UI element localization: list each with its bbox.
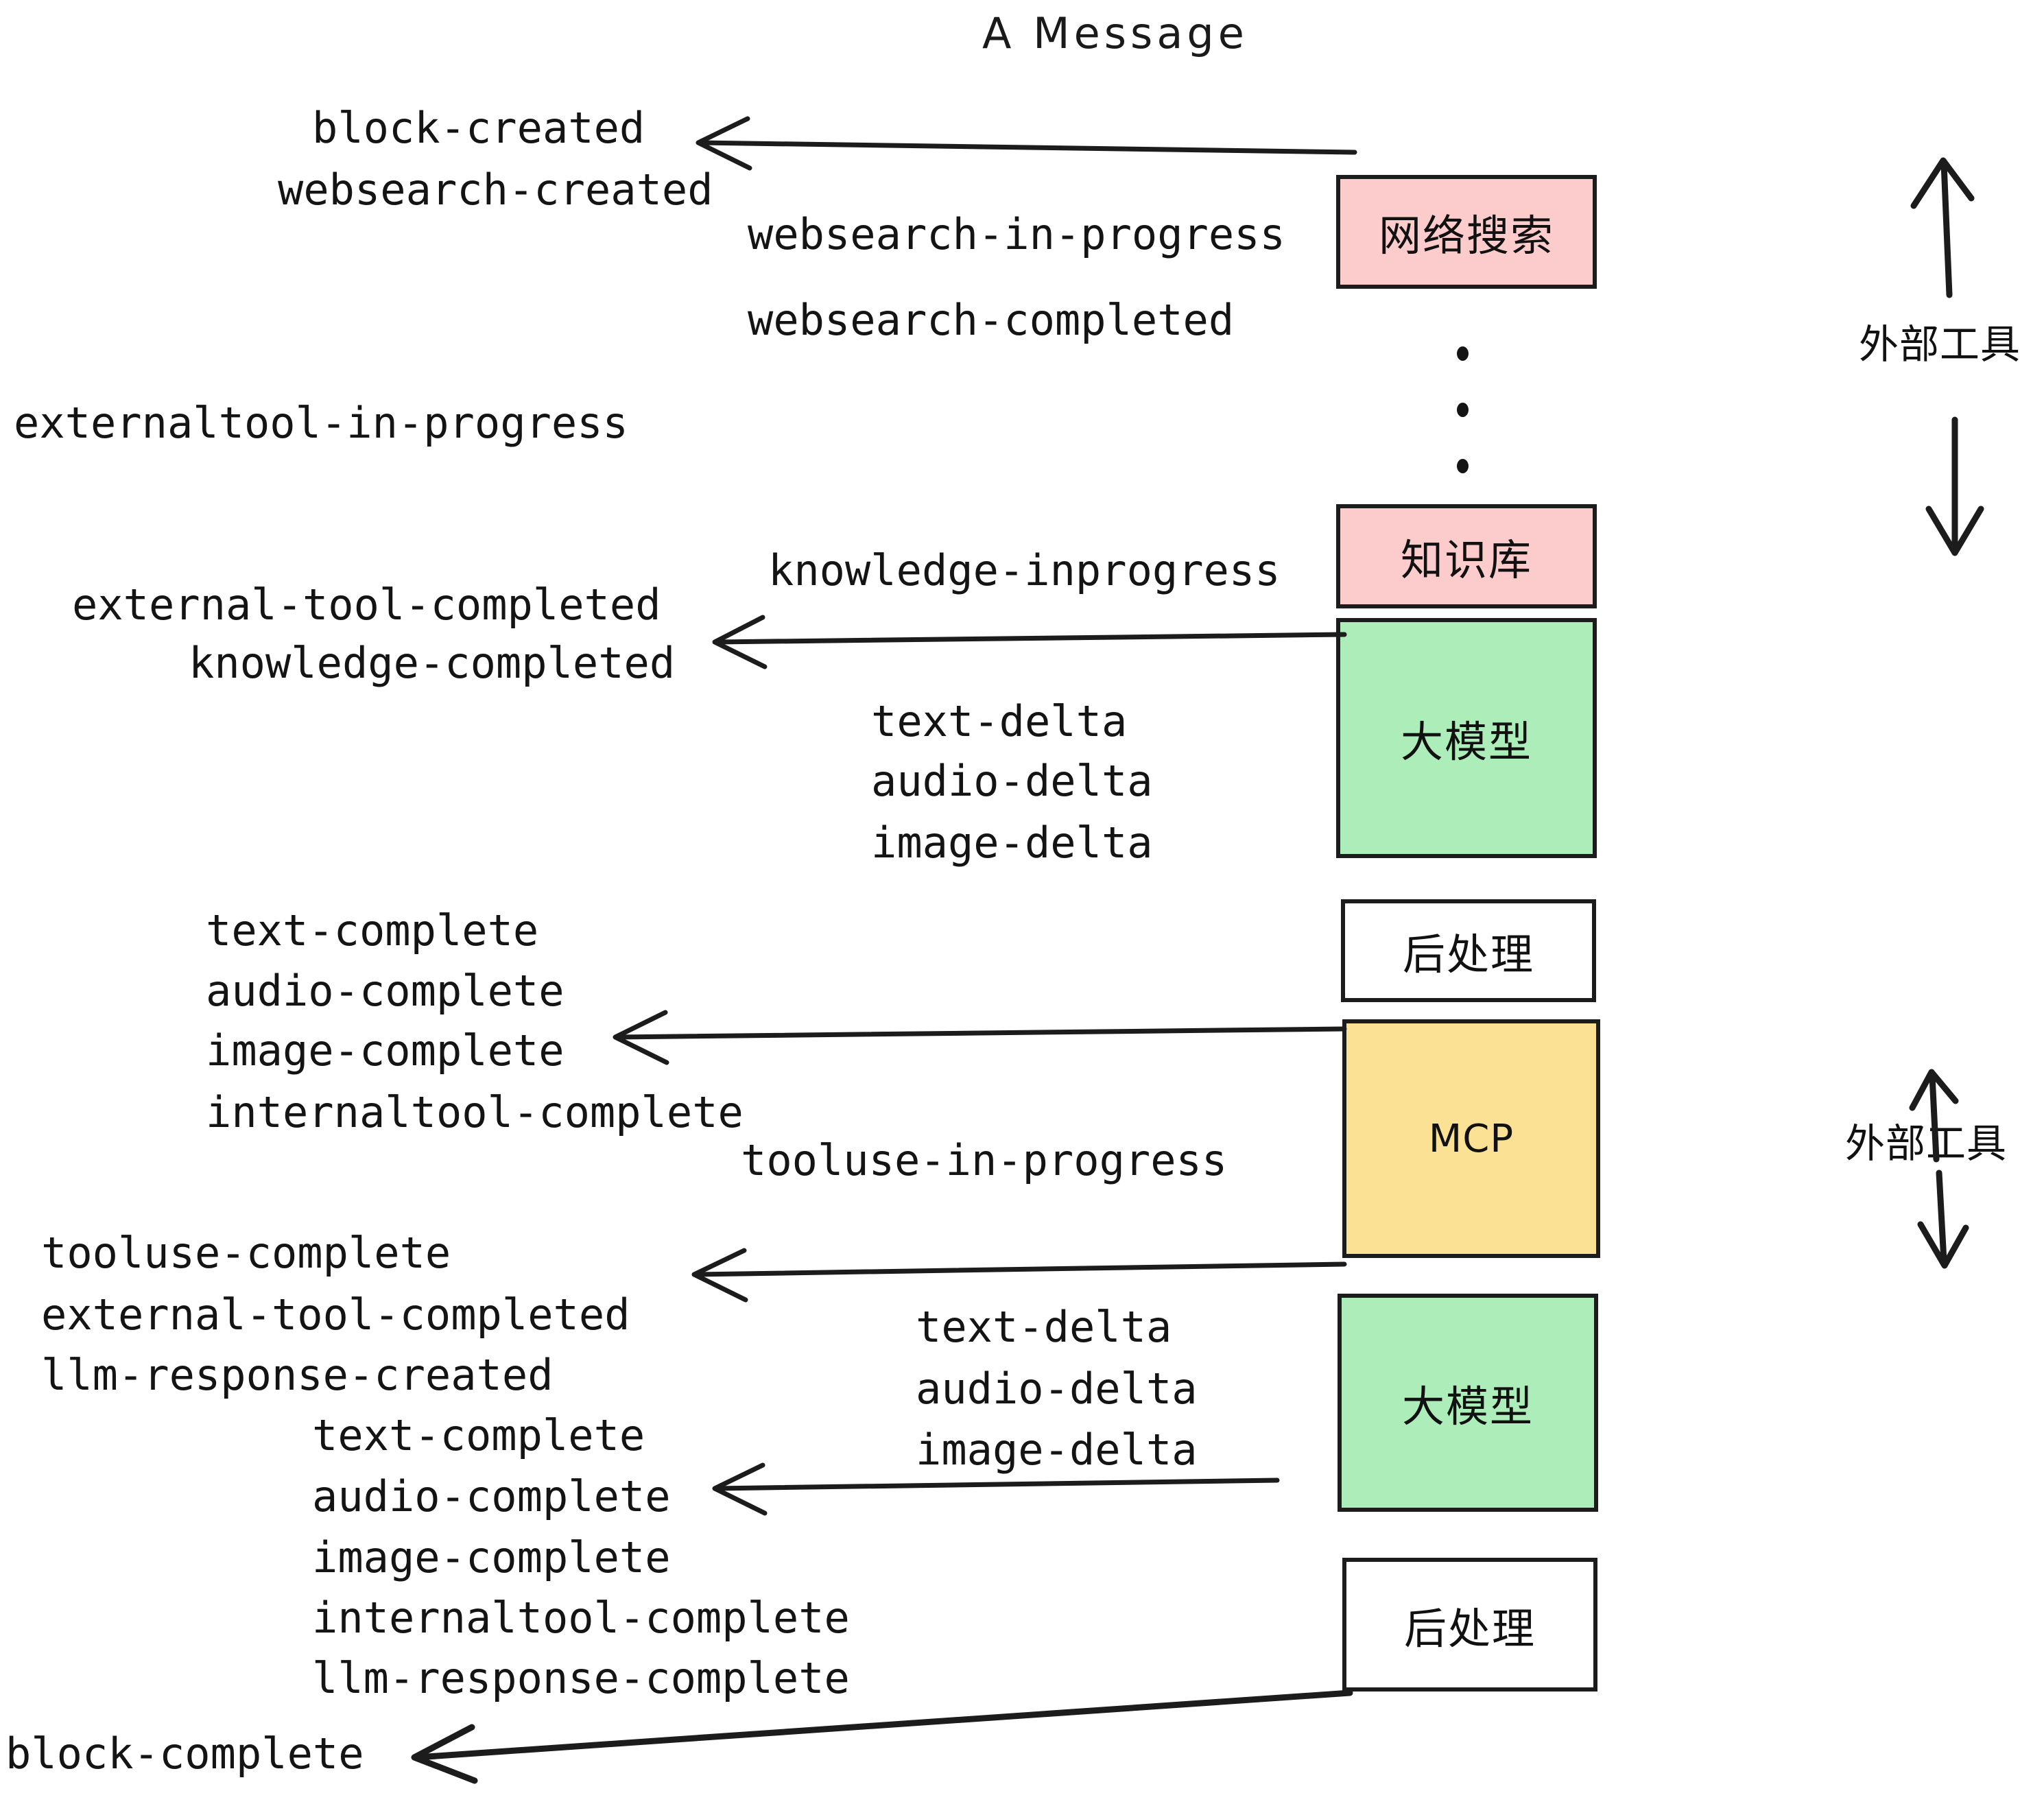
event-label-internaltool-complete-2: internaltool-complete (312, 1593, 850, 1643)
node-label-llm-1: 大模型 (1400, 717, 1532, 767)
node-label-postprocess-2: 后处理 (1403, 1603, 1536, 1654)
node-box-postprocess-2[interactable]: 后处理 (1342, 1558, 1597, 1692)
event-label-websearch-completed: websearch-completed (748, 295, 1235, 345)
event-label-image-complete-2: image-complete (312, 1532, 671, 1582)
event-label-text-complete-2: text-complete (312, 1410, 645, 1460)
side-label-external-tools-top: 外部工具 (1859, 321, 2021, 368)
external-tools-arrow-down-bottom (1917, 1170, 1969, 1269)
node-label-postprocess-1: 后处理 (1402, 929, 1534, 980)
event-label-audio-delta-2: audio-delta (916, 1364, 1198, 1414)
event-label-block-created: block-created (312, 103, 645, 153)
arrow-image-complete (613, 1010, 1347, 1065)
external-tools-arrow-up-top (1910, 157, 1975, 298)
event-label-knowledge-completed: knowledge-completed (189, 638, 676, 688)
event-label-websearch-created: websearch-created (278, 165, 713, 215)
arrow-block-complete (411, 1689, 1353, 1784)
node-box-knowledge[interactable]: 知识库 (1336, 504, 1597, 608)
event-label-websearch-in-progress: websearch-in-progress (748, 209, 1285, 259)
event-label-image-delta-2: image-delta (916, 1425, 1198, 1475)
event-label-externaltool-in-progress: externaltool-in-progress (14, 398, 628, 448)
event-label-llm-response-created: llm-response-created (41, 1350, 554, 1400)
event-label-text-delta-2: text-delta (916, 1302, 1172, 1352)
ellipsis-dot (1456, 459, 1469, 473)
arrow-block-created (696, 116, 1357, 171)
event-label-block-complete: block-complete (5, 1729, 364, 1779)
event-label-llm-response-complete: llm-response-complete (312, 1653, 850, 1703)
event-label-text-delta-1: text-delta (871, 696, 1128, 746)
event-label-image-complete-1: image-complete (206, 1025, 565, 1076)
event-label-audio-delta-1: audio-delta (871, 756, 1153, 806)
event-label-text-complete-1: text-complete (206, 905, 539, 956)
node-box-llm-1[interactable]: 大模型 (1336, 618, 1597, 858)
event-label-external-tool-completed-1: external-tool-completed (72, 580, 661, 630)
page-title: A Message (982, 8, 1248, 58)
node-label-knowledge: 知识库 (1400, 535, 1532, 585)
node-box-llm-2[interactable]: 大模型 (1338, 1294, 1598, 1512)
side-label-external-tools-bottom: 外部工具 (1845, 1120, 2008, 1167)
node-box-mcp[interactable]: MCP (1342, 1019, 1600, 1258)
external-tools-arrow-down-top (1925, 416, 1984, 556)
event-label-knowledge-inprogress: knowledge-inprogress (768, 545, 1281, 595)
node-label-llm-2: 大模型 (1401, 1381, 1534, 1432)
event-label-tooluse-in-progress: tooluse-in-progress (741, 1135, 1228, 1185)
event-label-tooluse-complete: tooluse-complete (41, 1228, 451, 1278)
event-label-image-delta-1: image-delta (871, 818, 1153, 868)
ellipsis-dot (1456, 346, 1469, 361)
node-label-mcp: MCP (1428, 1116, 1514, 1161)
arrow-tooluse-complete (691, 1248, 1347, 1303)
node-box-websearch[interactable]: 网络搜索 (1336, 175, 1597, 289)
arrow-knowledge-completed (712, 615, 1347, 669)
event-label-audio-complete-1: audio-complete (206, 966, 565, 1016)
node-label-websearch: 网络搜索 (1378, 211, 1554, 261)
vertical-ellipsis-icon (1454, 346, 1471, 473)
event-label-audio-complete-2: audio-complete (312, 1471, 671, 1521)
node-box-postprocess-1[interactable]: 后处理 (1341, 899, 1596, 1002)
ellipsis-dot (1456, 403, 1469, 417)
event-label-internaltool-complete-1: internaltool-complete (206, 1087, 744, 1137)
event-label-external-tool-completed-2: external-tool-completed (41, 1290, 630, 1340)
